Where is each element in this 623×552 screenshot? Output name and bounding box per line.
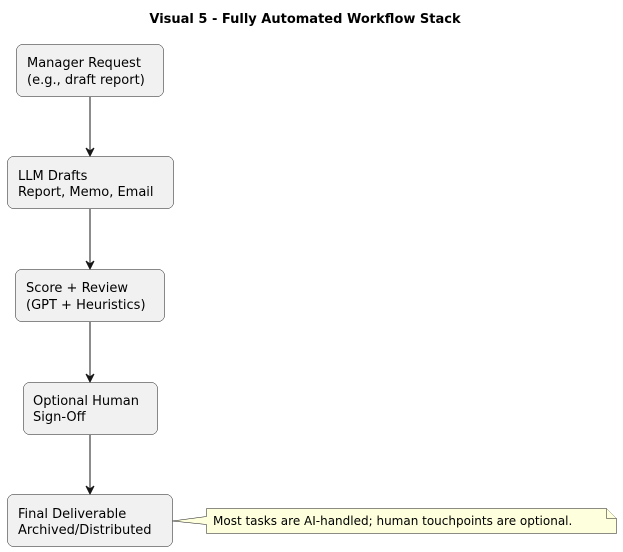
diagram-title: Visual 5 - Fully Automated Workflow Stac… [149, 12, 461, 27]
step-label-line2: Report, Memo, Email [18, 185, 154, 200]
note-fold [606, 508, 617, 519]
step-label-line2: (e.g., draft report) [27, 73, 145, 88]
note: Most tasks are AI-handled; human touchpo… [172, 508, 617, 534]
step-label-line1: Final Deliverable [18, 507, 126, 522]
step-final-deliverable: Final Deliverable Archived/Distributed [7, 494, 173, 547]
flow-arrow-3 [85, 322, 95, 384]
step-label-line2: (GPT + Heuristics) [26, 298, 146, 313]
flow-arrow-2 [85, 209, 95, 271]
step-label-line2: Archived/Distributed [18, 523, 152, 538]
step-label-line1: Optional Human [33, 394, 139, 409]
step-label-line2: Sign-Off [33, 410, 87, 425]
step-label-line1: Score + Review [26, 281, 128, 296]
step-box [15, 269, 165, 322]
step-label-line1: Manager Request [27, 56, 141, 71]
flow-arrow-4 [85, 435, 95, 496]
step-box [7, 156, 174, 209]
step-box [23, 382, 158, 435]
step-box [16, 44, 164, 97]
step-manager-request: Manager Request (e.g., draft report) [16, 44, 164, 97]
step-llm-drafts: LLM Drafts Report, Memo, Email [7, 156, 174, 209]
step-optional-human-signoff: Optional Human Sign-Off [23, 382, 158, 435]
step-score-review: Score + Review (GPT + Heuristics) [15, 269, 165, 322]
step-label-line1: LLM Drafts [18, 169, 88, 184]
note-text: Most tasks are AI-handled; human touchpo… [213, 514, 572, 528]
flow-arrow-1 [85, 97, 95, 158]
step-box [7, 494, 173, 547]
